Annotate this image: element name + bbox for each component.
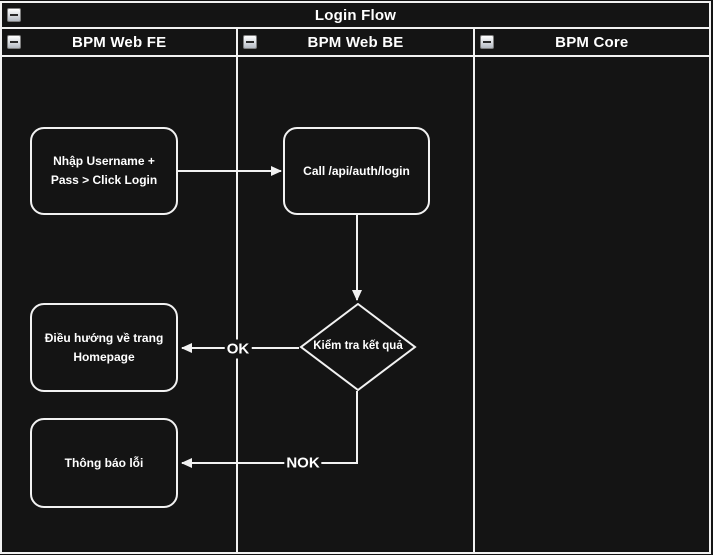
minus-glyph xyxy=(482,41,491,43)
lane-header-label: BPM Core xyxy=(555,33,629,51)
node-input-credentials[interactable]: Nhập Username + Pass > Click Login xyxy=(30,127,178,215)
edge-label-ok[interactable]: OK xyxy=(224,339,252,359)
node-label: Nhập Username + Pass > Click Login xyxy=(50,154,158,187)
lane-header-bpm-core[interactable]: BPM Core xyxy=(475,29,709,55)
node-label: Call /api/auth/login xyxy=(303,163,410,178)
edge-label-nok[interactable]: NOK xyxy=(284,453,322,473)
edge-decision-nok[interactable] xyxy=(181,391,358,468)
lane-body-row xyxy=(2,57,709,552)
node-label: Điều hướng về trang Homepage xyxy=(44,330,164,364)
pool-title: Login Flow xyxy=(314,6,397,24)
node-call-login-api[interactable]: Call /api/auth/login xyxy=(283,127,430,215)
lane-bpm-web-fe xyxy=(2,57,239,552)
pool-collapse-minus-icon[interactable] xyxy=(7,8,21,22)
minus-glyph xyxy=(246,41,255,43)
lane-header-row: BPM Web FE BPM Web BE BPM Core xyxy=(2,29,709,57)
lane-bpm-web-be xyxy=(238,57,475,552)
lane-header-bpm-web-be[interactable]: BPM Web BE xyxy=(238,29,475,55)
lane-header-label: BPM Web BE xyxy=(307,33,404,51)
lane-header-label: BPM Web FE xyxy=(72,33,167,51)
node-label: Thông báo lỗi xyxy=(64,455,144,470)
pool-title-bar: Login Flow xyxy=(2,3,709,29)
node-error-message[interactable]: Thông báo lỗi xyxy=(30,418,178,508)
lane-header-bpm-web-fe[interactable]: BPM Web FE xyxy=(2,29,239,55)
node-label: Kiểm tra kết quả xyxy=(313,340,403,353)
lane-collapse-minus-icon[interactable] xyxy=(479,35,494,49)
lane-collapse-minus-icon[interactable] xyxy=(7,35,21,49)
minus-glyph xyxy=(10,41,18,43)
minus-glyph xyxy=(10,14,18,16)
lane-collapse-minus-icon[interactable] xyxy=(243,35,258,49)
diamond-shape xyxy=(299,303,417,391)
node-decision-check-result[interactable]: Kiểm tra kết quả xyxy=(299,303,417,391)
node-navigate-homepage[interactable]: Điều hướng về trang Homepage xyxy=(30,303,178,392)
